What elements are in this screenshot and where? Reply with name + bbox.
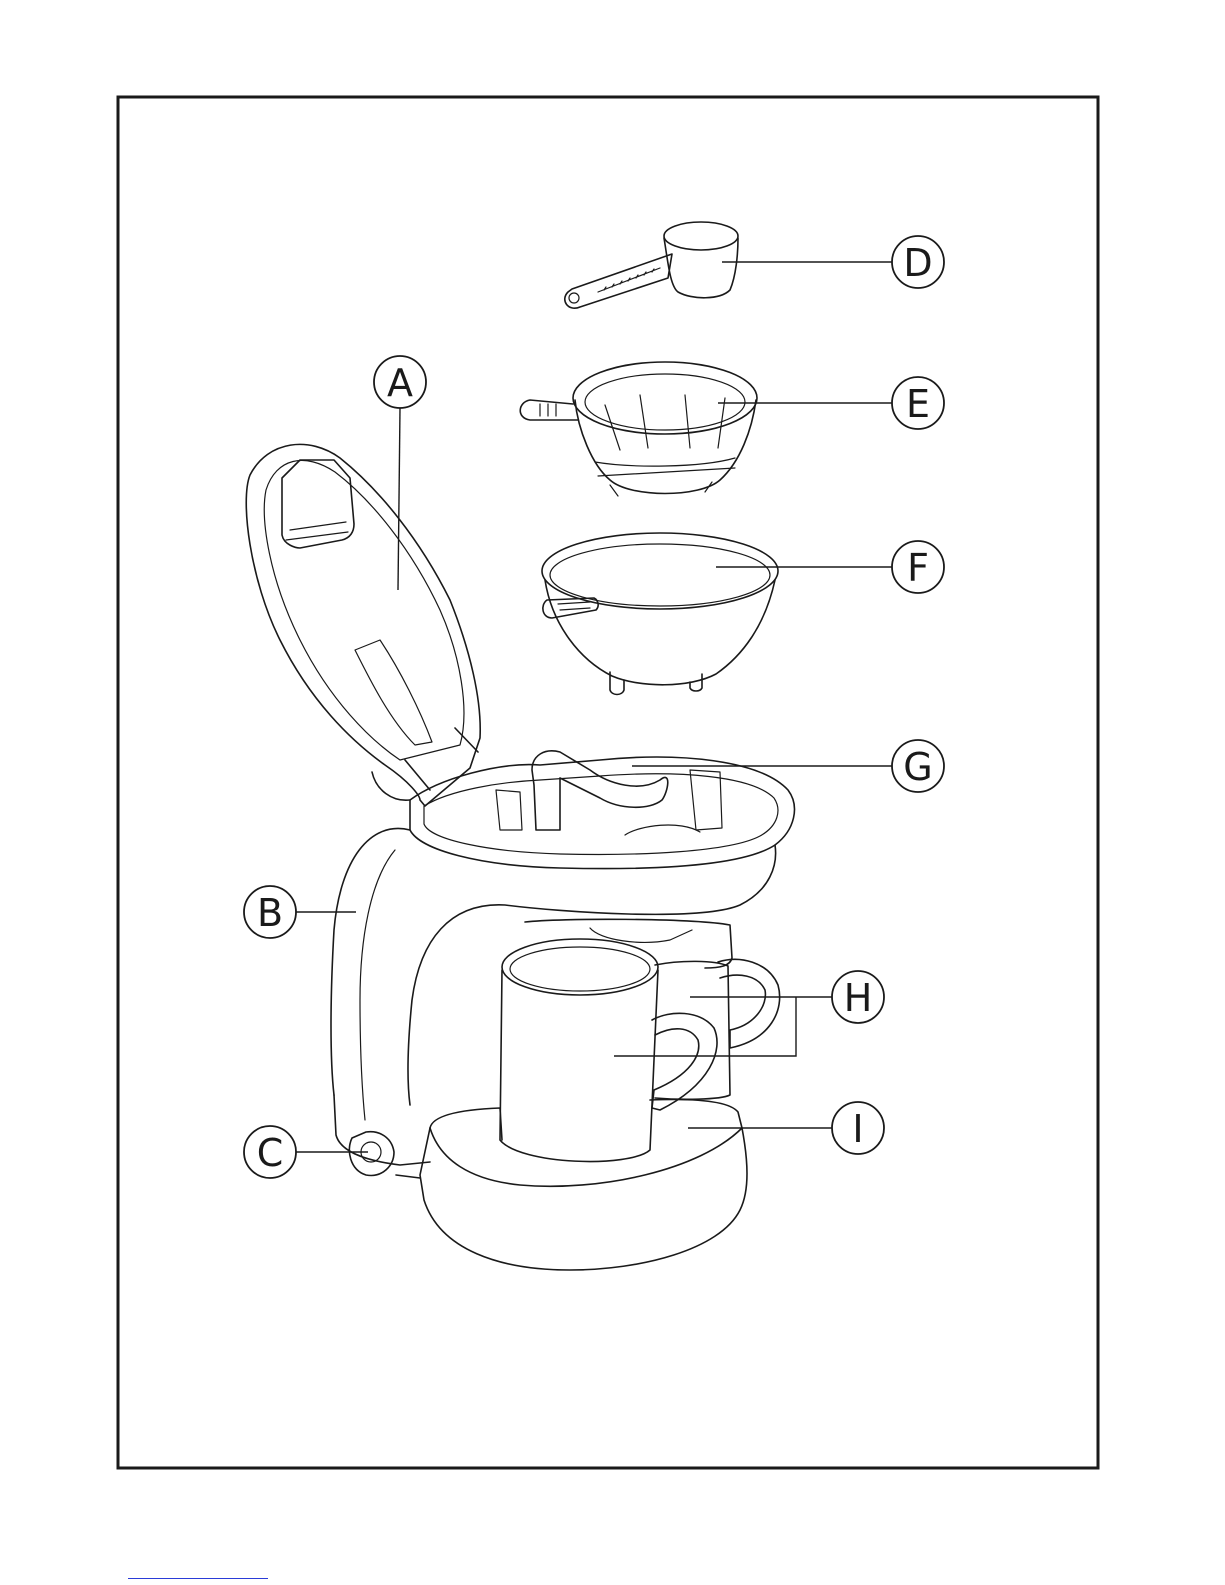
callout-g: G xyxy=(892,740,944,792)
svg-text:D: D xyxy=(903,241,932,285)
callout-d: D xyxy=(892,236,944,288)
callout-c: C xyxy=(244,1126,296,1178)
svg-text:H: H xyxy=(844,976,873,1020)
callout-f: F xyxy=(892,541,944,593)
svg-text:B: B xyxy=(257,891,283,935)
drip-tray xyxy=(396,1100,747,1271)
filter-basket xyxy=(520,362,757,496)
leader-a xyxy=(398,408,400,590)
callout-h: H xyxy=(832,971,884,1023)
callout-b: B xyxy=(244,886,296,938)
callout-i: I xyxy=(832,1102,884,1154)
svg-text:F: F xyxy=(907,546,929,590)
frame-border xyxy=(118,97,1098,1468)
measuring-spoon xyxy=(565,222,738,308)
scan-mark-line xyxy=(128,1578,268,1579)
filter-holder xyxy=(542,533,778,695)
coffee-maker-body xyxy=(331,751,794,1176)
svg-text:G: G xyxy=(903,745,932,789)
svg-text:A: A xyxy=(387,361,413,405)
lid xyxy=(246,444,480,806)
svg-text:I: I xyxy=(852,1107,863,1151)
svg-text:C: C xyxy=(257,1131,284,1175)
callout-a: A xyxy=(374,356,426,408)
svg-text:E: E xyxy=(906,382,930,426)
callout-e: E xyxy=(892,377,944,429)
